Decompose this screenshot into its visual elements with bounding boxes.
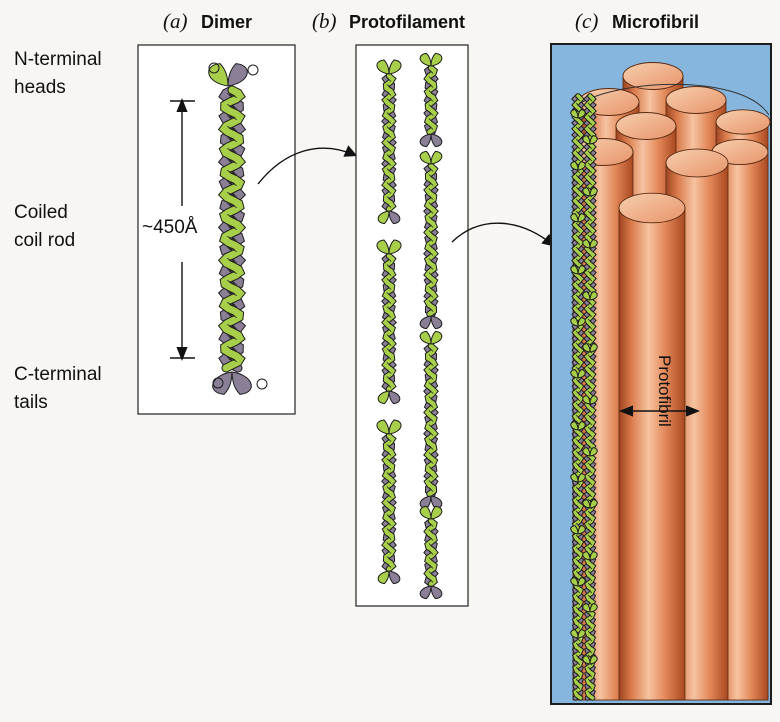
heading-protofilament-word: Protofilament xyxy=(349,12,465,32)
microfibril-leaf-16 xyxy=(570,525,586,535)
dimer-panel xyxy=(137,44,296,415)
heading-dimer-letter: (a) xyxy=(163,9,188,33)
label-heads-line2: heads xyxy=(14,77,66,98)
dimer-lobe-coil-1 xyxy=(247,64,259,76)
heading-microfibril-word: Microfibril xyxy=(612,12,699,32)
microfibril-leaf-3 xyxy=(582,187,598,197)
protofilament-right-strand-0 xyxy=(423,64,439,136)
dimer-lobe-coil-2 xyxy=(212,377,224,389)
protofilament-left-heads-0 xyxy=(376,59,402,75)
protofilament-left-strand-0 xyxy=(381,72,397,213)
protofilament-left-heads-1 xyxy=(376,239,402,255)
label-tails-line2: tails xyxy=(14,392,48,413)
microfibril-leaf-21 xyxy=(582,655,598,665)
heading-dimer-word: Dimer xyxy=(201,12,252,32)
protofilament-right-tails-0 xyxy=(419,133,443,148)
microfibril-leaf-20 xyxy=(570,629,586,639)
microfibril-protofilament-strand-0 xyxy=(571,93,585,701)
microfibril-leaf-4 xyxy=(570,213,586,223)
dimer-molecule xyxy=(208,62,268,395)
microfibril-cylinder-8 xyxy=(618,192,686,701)
arrow-dimer-to-protofilament xyxy=(257,145,358,185)
dimer-n-terminal-heads xyxy=(208,63,248,87)
protofilament-right-heads-1 xyxy=(419,150,443,165)
heading-protofilament-letter: (b) xyxy=(312,9,337,33)
microfibril-leaf-2 xyxy=(570,161,586,171)
microfibril-leaf-9 xyxy=(582,343,598,353)
protofilament-right-heads-2 xyxy=(419,330,443,345)
microfibril-leaf-1 xyxy=(582,135,598,145)
heading-dimer: (a) Dimer xyxy=(163,9,252,33)
protofilament-left-strand-2 xyxy=(381,432,397,573)
dimension-label: ~450Å xyxy=(142,217,198,238)
label-tails-line1: C-terminal xyxy=(14,364,102,385)
protofilament-right-tails-1 xyxy=(419,315,443,330)
protofilament-left-tails-1 xyxy=(377,390,401,405)
protofilament-right-tails-3 xyxy=(419,585,443,600)
protofilament-left-tails-2 xyxy=(377,570,401,585)
dimer-lobe-coil-0 xyxy=(208,62,220,74)
protofilament-left-strand-1 xyxy=(381,252,397,393)
microfibril-cylinders xyxy=(570,62,771,701)
microfibril-leaf-12 xyxy=(570,421,586,431)
arrow-protofilament-to-microfibril xyxy=(451,222,555,247)
protofilament-panel xyxy=(355,44,469,607)
heading-microfibril: (c) Microfibril xyxy=(575,9,699,33)
microfibril-leaf-13 xyxy=(582,447,598,457)
microfibril-leaf-0 xyxy=(570,109,586,119)
protofilament-right-strand-2 xyxy=(423,342,439,498)
microfibril-leaf-10 xyxy=(570,369,586,379)
protofilament-right-heads-3 xyxy=(419,505,443,520)
microfibril-leaf-5 xyxy=(582,239,598,249)
protofibril-label: Protofibril xyxy=(655,355,674,427)
microfibril-leaf-19 xyxy=(582,603,598,613)
protofilament-right-strand-3 xyxy=(423,517,439,588)
microfibril-leaf-15 xyxy=(582,499,598,509)
microfibril-leaf-8 xyxy=(570,317,586,327)
protofilament-left-heads-2 xyxy=(376,419,402,435)
microfibril-leaf-6 xyxy=(570,265,586,275)
dimer-lobe-coil-3 xyxy=(256,378,268,390)
microfibril-leaf-7 xyxy=(582,291,598,301)
label-heads-line1: N-terminal xyxy=(14,49,102,70)
heading-protofilament: (b) Protofilament xyxy=(312,9,465,33)
dimer-coiled-coil xyxy=(217,85,247,373)
heading-microfibril-letter: (c) xyxy=(575,9,598,33)
dimension-bar xyxy=(170,98,195,361)
microfibril-leaf-18 xyxy=(570,577,586,587)
label-rod-line2: coil rod xyxy=(14,230,75,251)
microfibril-leaf-17 xyxy=(582,551,598,561)
protofilament-molecules xyxy=(376,52,443,600)
microfibril-leaf-14 xyxy=(570,473,586,483)
microfibril-leaf-11 xyxy=(582,395,598,405)
protofilament-right-heads-0 xyxy=(419,52,443,67)
protofilament-right-strand-1 xyxy=(423,162,439,318)
label-rod-line1: Coiled xyxy=(14,202,68,223)
protofilament-left-tails-0 xyxy=(377,210,401,225)
microfibril-protofilament-strand-1 xyxy=(583,93,597,701)
